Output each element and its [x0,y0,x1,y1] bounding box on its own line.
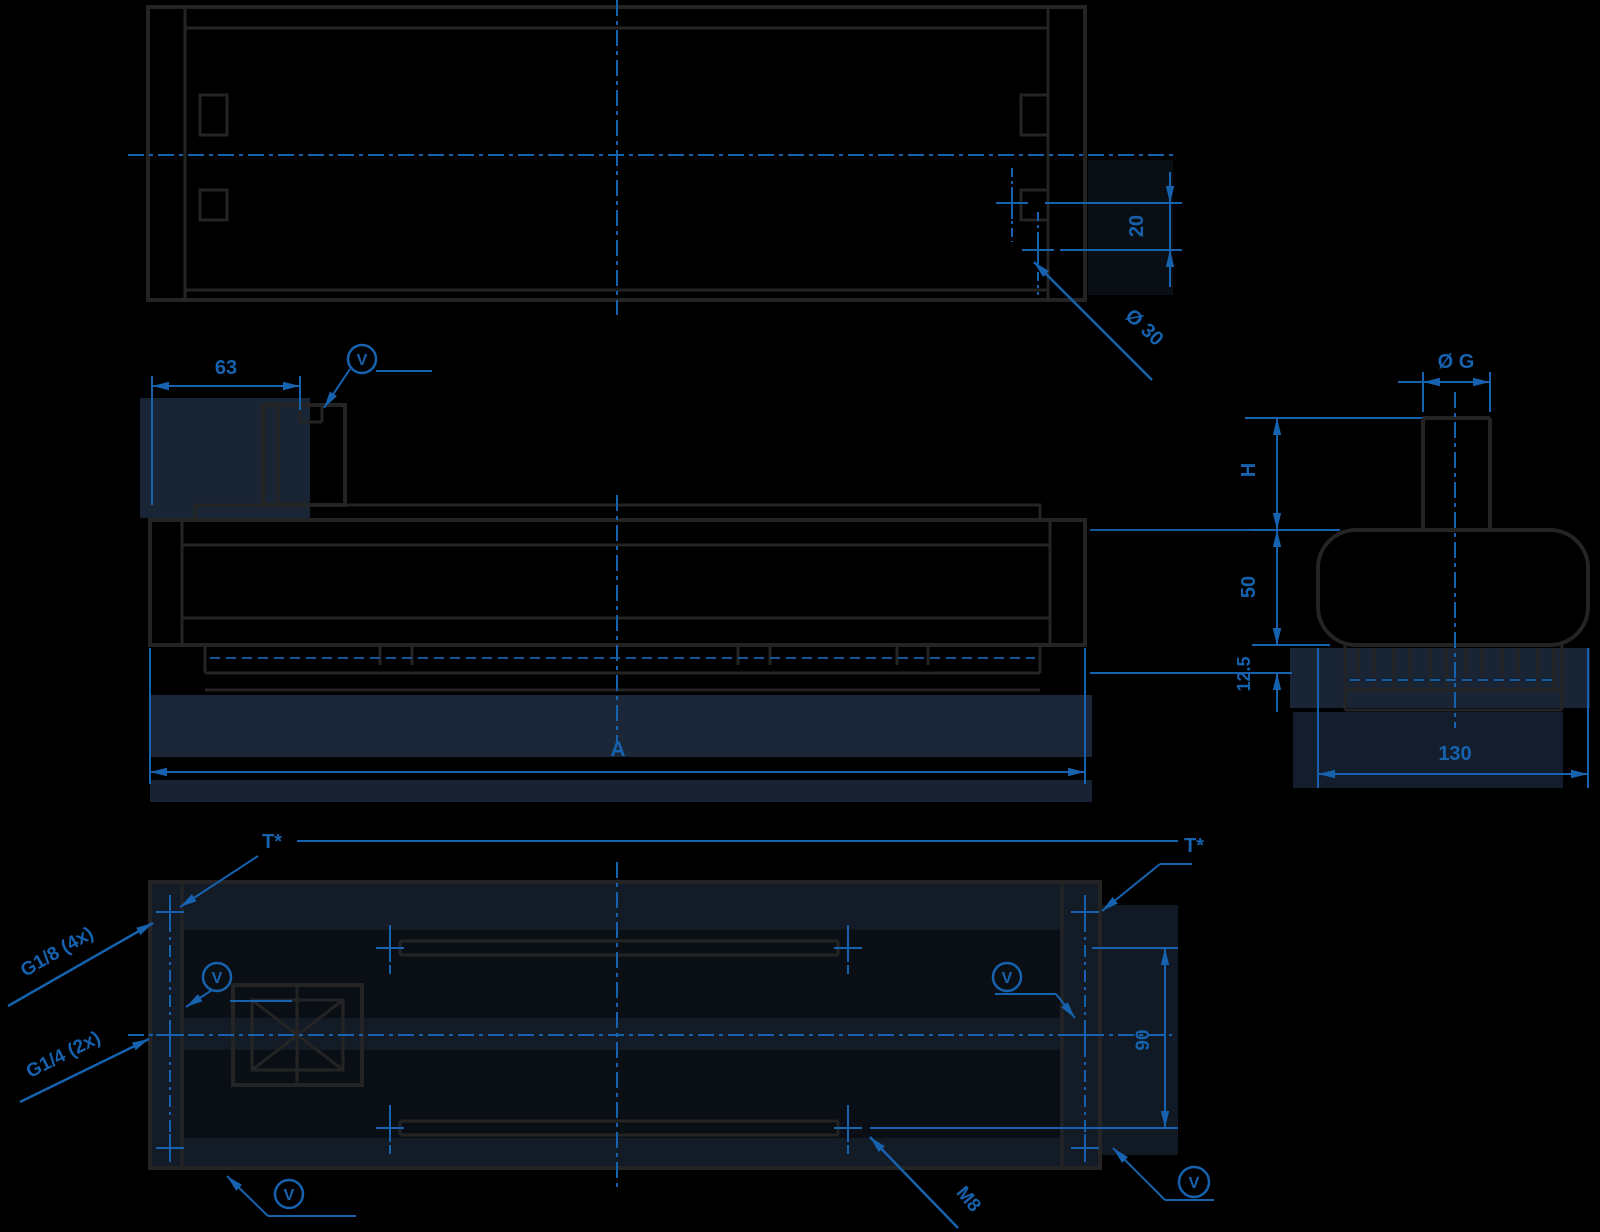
thread-note-leaders [179,840,1192,912]
surface-v-3: V [284,1187,295,1204]
surface-v-4: V [1189,1175,1200,1192]
dim-label-90: 90 [1133,1029,1154,1050]
port-leaders [7,921,154,1104]
dim-label-12-5: 12.5 [1234,656,1254,691]
thread-size-label: M8 [952,1183,985,1217]
thread-note-right: T* [1184,835,1204,857]
leader-port-diameter [1033,261,1153,381]
surface-symbol-bottom-left-center [185,961,292,1008]
port-label-g14: G1/4 (2x) [23,1028,104,1083]
dimension-height-stack [1090,417,1423,712]
top-view-centerlines [128,0,1178,315]
bottom-view-dark-bands [184,930,1060,1138]
dimension-shaft-diameter [1398,372,1491,412]
end-view-outline [1316,416,1590,712]
thread-size-leader [869,1136,959,1229]
leader-label-dia30: Ø 30 [1121,305,1168,351]
dim-label-A: A [610,738,625,761]
dimension-slot-spacing [870,947,1178,1129]
bottom-view-hole-crosses [156,898,1099,1162]
surface-symbol-bottom-left-lower [226,1175,356,1217]
surface-symbol-bottom-right-lower [1112,1147,1214,1201]
dim-label-130: 130 [1438,743,1471,765]
port-label-g18: G1/8 (4x) [17,923,97,981]
surface-symbol-carriage [323,343,432,409]
dim-label-63: 63 [215,357,237,379]
surface-v-1: V [212,970,223,987]
dim-label-20: 20 [1126,215,1148,237]
surface-symbol-bottom-right-center [991,961,1076,1019]
dimension-overall-length [149,648,1086,784]
surface-v-2: V [1002,970,1013,987]
dimension-overall-width [1317,648,1589,788]
thread-note-left: T* [262,831,282,853]
surface-symbol-v-label: V [357,352,368,369]
dimension-carriage-position [151,376,301,505]
dim-label-50: 50 [1238,576,1260,598]
dim-label-H: H [1238,463,1260,477]
dimension-hole-offset [1045,172,1182,287]
dim-label-dia-g: Ø G [1438,351,1475,373]
